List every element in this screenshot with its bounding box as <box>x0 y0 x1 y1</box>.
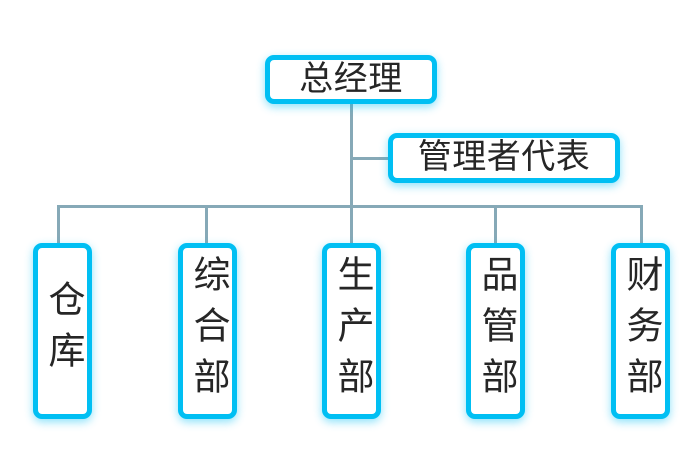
node-general-affairs-label: 综合部 <box>187 254 228 408</box>
node-finance[interactable]: 财务部 <box>611 243 670 419</box>
node-general-manager-label: 总经理 <box>299 60 403 98</box>
connector-drop-general-affairs <box>205 205 208 245</box>
connector-drop-finance <box>640 205 643 245</box>
node-production[interactable]: 生产部 <box>322 243 381 419</box>
connector-to-management-representative <box>350 157 390 160</box>
connector-drop-warehouse <box>57 205 60 245</box>
node-production-label: 生产部 <box>331 254 372 408</box>
connector-drop-quality-control <box>494 205 497 245</box>
connector-trunk-vertical <box>350 103 353 207</box>
node-quality-control[interactable]: 品管部 <box>466 243 525 419</box>
node-general-manager[interactable]: 总经理 <box>265 55 437 104</box>
node-management-representative-label: 管理者代表 <box>417 139 591 176</box>
node-general-affairs[interactable]: 综合部 <box>178 243 237 419</box>
node-quality-control-label: 品管部 <box>475 254 516 408</box>
node-finance-label: 财务部 <box>620 254 661 408</box>
connector-drop-production <box>350 205 353 245</box>
node-management-representative[interactable]: 管理者代表 <box>388 133 620 183</box>
node-warehouse-label: 仓库 <box>42 280 83 382</box>
node-warehouse[interactable]: 仓库 <box>33 243 92 419</box>
